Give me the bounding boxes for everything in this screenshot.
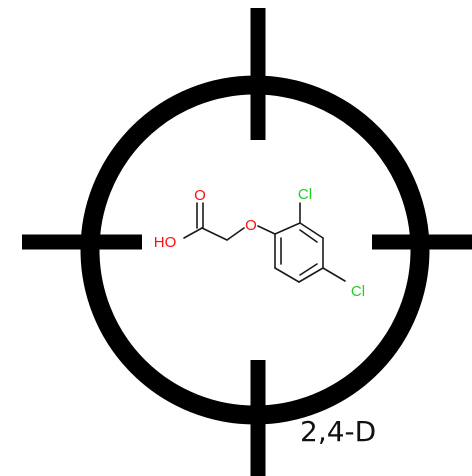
ring-double-bond: [299, 263, 318, 276]
atom-chlorine-ortho: Cl: [298, 186, 312, 203]
crosshair-reticle-icon: [22, 8, 472, 476]
molecule-structure: [183, 202, 346, 283]
atom-carbonyl-oxygen: O: [194, 187, 206, 204]
ring-bond: [298, 267, 324, 283]
bond-carboxyl-to-hydroxyl: [183, 227, 203, 239]
ring-bond: [274, 222, 301, 235]
ring-bond: [274, 267, 300, 283]
bond-ch2-to-carboxyl: [201, 227, 228, 241]
atom-chlorine-para: Cl: [351, 283, 365, 300]
atom-labels: O HO O Cl Cl: [154, 186, 365, 300]
bond-ring-to-ether-oxygen: [257, 225, 276, 235]
bond-ether-oxygen-to-ch2: [226, 227, 245, 241]
compound-name-label: 2,4-D: [300, 415, 377, 448]
ring-double-bond: [299, 229, 318, 243]
bond-ring-to-para-chlorine: [322, 267, 346, 282]
ring-bond: [299, 222, 324, 239]
atom-ether-oxygen: O: [245, 217, 257, 234]
atom-hydroxyl: HO: [154, 234, 177, 251]
